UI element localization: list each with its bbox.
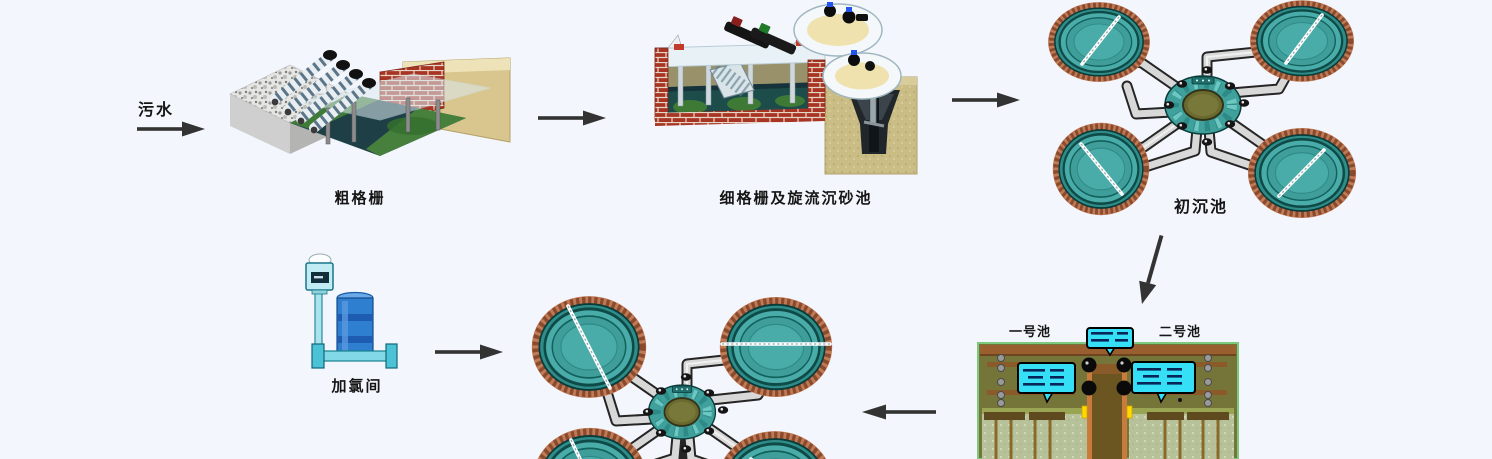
flow-arrow-inlet — [137, 121, 205, 137]
coarse-screen-label: 粗格栅 — [334, 189, 386, 207]
flow-arrow — [538, 110, 606, 126]
fine-screen-grit-illustration — [654, 2, 918, 175]
flow-arrow — [435, 344, 503, 360]
data-callout — [1131, 361, 1196, 404]
inlet-label: 污水 — [138, 100, 175, 119]
flow-arrow-diagonal — [1139, 234, 1164, 304]
tank2-label: 二号池 — [1158, 325, 1201, 340]
coarse-screen-illustration — [229, 50, 511, 156]
chlorination-label: 加氯间 — [331, 377, 383, 395]
flow-arrow — [952, 92, 1020, 108]
data-callout — [1086, 327, 1134, 357]
secondary-sedimentation-illustration — [510, 280, 844, 459]
aeration-tank-illustration — [977, 327, 1239, 459]
tank1-label: 一号池 — [1008, 325, 1051, 340]
fine-screen-label: 细格栅及旋流沉砂池 — [719, 189, 873, 207]
data-callout — [1017, 362, 1076, 404]
primary-sedimentation-illustration — [1030, 0, 1362, 226]
chlorination-illustration — [305, 253, 398, 369]
flow-arrow — [862, 404, 936, 420]
primary-sedimentation-label: 初沉池 — [1173, 197, 1228, 216]
